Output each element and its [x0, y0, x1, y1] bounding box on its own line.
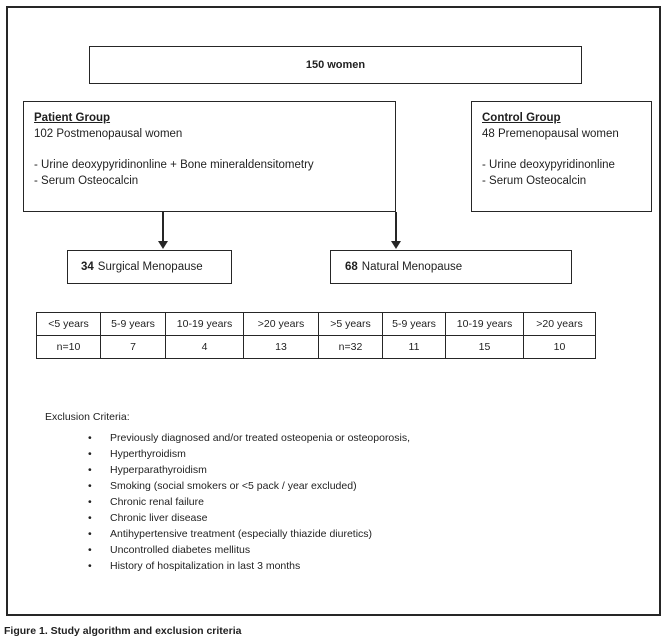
natural-count: 68 — [345, 261, 358, 273]
control-group-box: Control Group 48 Premenopausal women - U… — [471, 101, 652, 212]
patient-group-item: - Urine deoxypyridinonline + Bone minera… — [34, 159, 314, 171]
patient-group-subtitle: 102 Postmenopausal women — [34, 128, 183, 140]
control-group-item: - Serum Osteocalcin — [482, 175, 587, 187]
exclusion-item: Hyperthyroidism — [88, 446, 608, 462]
natural-label: Natural Menopause — [361, 261, 463, 273]
surgical-count: 34 — [81, 261, 94, 273]
table-value-cell: 15 — [445, 335, 524, 359]
patient-group-title: Patient Group — [34, 112, 111, 124]
exclusion-criteria-title: Exclusion Criteria: — [45, 411, 130, 423]
surgical-label: Surgical Menopause — [97, 261, 203, 273]
table-header-cell: <5 years — [36, 312, 101, 336]
table-value-cell: 10 — [523, 335, 596, 359]
surgical-menopause-box: 34 Surgical Menopause — [67, 250, 232, 284]
table-value-cell: n=10 — [36, 335, 101, 359]
control-group-subtitle: 48 Premenopausal women — [482, 128, 619, 140]
table-header-cell: 5-9 years — [382, 312, 446, 336]
table-value-cell: 11 — [382, 335, 446, 359]
exclusion-item: Hyperparathyroidism — [88, 462, 608, 478]
table-value-cell: n=32 — [318, 335, 383, 359]
exclusion-item: Smoking (social smokers or <5 pack / yea… — [88, 478, 608, 494]
spacer — [34, 142, 385, 157]
exclusion-item: Chronic renal failure — [88, 494, 608, 510]
table-header-cell: >20 years — [523, 312, 596, 336]
control-group-item: - Urine deoxypyridinonline — [482, 159, 615, 171]
table-header-cell: 10-19 years — [165, 312, 244, 336]
exclusion-item: Previously diagnosed and/or treated oste… — [88, 430, 608, 446]
figure-caption: Figure 1. Study algorithm and exclusion … — [4, 625, 242, 637]
table-header-cell: >20 years — [243, 312, 319, 336]
down-arrow-icon — [391, 241, 401, 249]
down-arrow-line-surgical — [162, 212, 164, 243]
exclusion-item: History of hospitalization in last 3 mon… — [88, 558, 608, 574]
table-value-row: n=10 7 4 13 n=32 11 15 10 — [36, 335, 596, 359]
exclusion-item: Uncontrolled diabetes mellitus — [88, 542, 608, 558]
patient-group-box: Patient Group 102 Postmenopausal women -… — [23, 101, 396, 212]
total-women-box: 150 women — [89, 46, 582, 84]
menopause-duration-table: <5 years 5-9 years 10-19 years >20 years… — [36, 312, 596, 359]
exclusion-item: Antihypertensive treatment (especially t… — [88, 526, 608, 542]
total-women-label: 150 women — [305, 59, 366, 71]
table-value-cell: 4 — [165, 335, 244, 359]
table-header-cell: >5 years — [318, 312, 383, 336]
control-group-title: Control Group — [482, 112, 561, 124]
exclusion-item: Chronic liver disease — [88, 510, 608, 526]
down-arrow-icon — [158, 241, 168, 249]
table-header-cell: 5-9 years — [100, 312, 166, 336]
table-header-cell: 10-19 years — [445, 312, 524, 336]
exclusion-criteria-list: Previously diagnosed and/or treated oste… — [88, 430, 608, 574]
table-value-cell: 13 — [243, 335, 319, 359]
patient-group-item: - Serum Osteocalcin — [34, 175, 139, 187]
table-value-cell: 7 — [100, 335, 166, 359]
down-arrow-line-natural — [395, 212, 397, 243]
natural-menopause-box: 68 Natural Menopause — [330, 250, 572, 284]
table-header-row: <5 years 5-9 years 10-19 years >20 years… — [36, 312, 596, 336]
spacer — [482, 142, 641, 157]
